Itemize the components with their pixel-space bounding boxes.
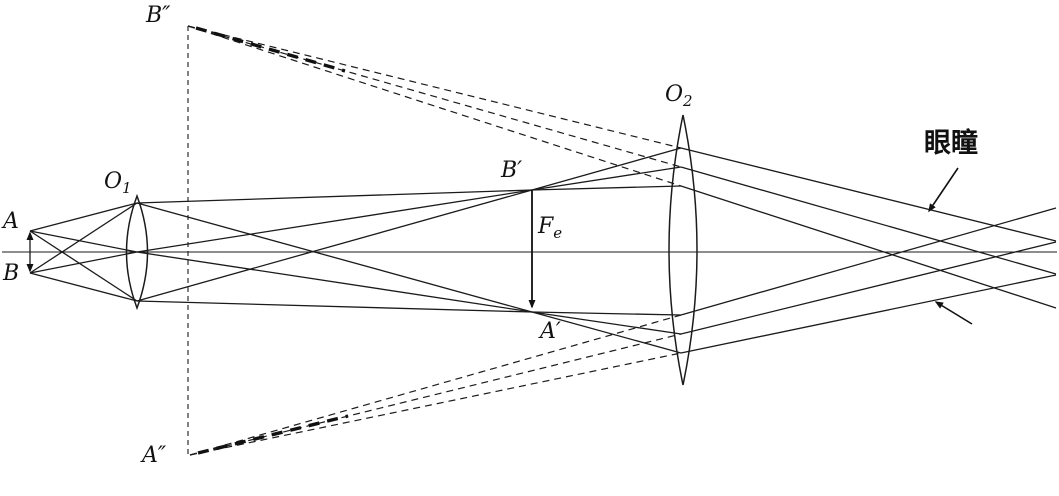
ray [29,251,138,274]
label-object-B: B [2,261,19,286]
ray [531,185,682,191]
ray [680,207,1057,316]
ray [136,189,533,302]
ray [531,311,682,316]
label-B-prime: B′ [500,158,522,183]
ray [136,300,533,313]
eyepiece-lens [668,114,698,386]
label-Fe-main: F [537,214,554,239]
eye-pupil-upper-arrow [928,167,959,213]
ray [680,185,1057,309]
dashed-ray-bold [195,26,346,73]
virtual-rays-from-A-double-prime [189,314,682,456]
label-O2-main: O [665,82,683,107]
ray [680,241,1057,335]
ray [136,189,533,253]
rays-intermediate-image-to-eyepiece [531,147,682,354]
virtual-rays-from-B-double-prime [187,25,682,187]
dashed-ray [187,25,682,187]
ray [531,311,682,354]
dashed-ray-bold [197,414,349,455]
ray [531,166,682,191]
eye-pupil-lower-arrow [934,301,973,325]
rays-objective-to-intermediate-image [136,189,533,313]
ray [29,202,138,274]
ray [531,147,682,191]
ray [680,166,1057,275]
ray [531,311,682,335]
label-focal-point-Fe: Fe [537,214,562,242]
rays-object-to-objective [29,202,138,302]
label-B-double-prime: B″ [145,3,171,28]
label-A-prime: A′ [538,319,561,344]
ray [136,251,533,313]
objective-lens [125,193,149,311]
rays-eyepiece-to-exit-pupil [680,147,1057,354]
label-objective-O1: O1 [104,169,132,197]
label-O1-main: O [104,169,122,194]
label-O2-sub: 2 [682,92,693,110]
label-eyepiece-O2: O2 [665,82,693,110]
dashed-ray [187,25,682,168]
label-A-double-prime: A″ [140,443,167,468]
ray [29,230,138,302]
dashed-ray [189,352,682,456]
label-O1-sub: 1 [122,179,132,197]
eye-pupil-pointers [928,167,973,325]
ray [136,189,533,204]
dashed-ray [187,25,682,149]
ray [29,230,138,253]
label-object-A: A [1,209,19,234]
ray [29,272,138,302]
dashed-ray [189,314,682,456]
ray [29,202,138,232]
label-Fe-sub: e [553,224,562,242]
ray [136,202,533,313]
ray [680,274,1057,354]
ray [680,147,1057,242]
label-eye-pupil: 眼瞳 [924,127,978,159]
